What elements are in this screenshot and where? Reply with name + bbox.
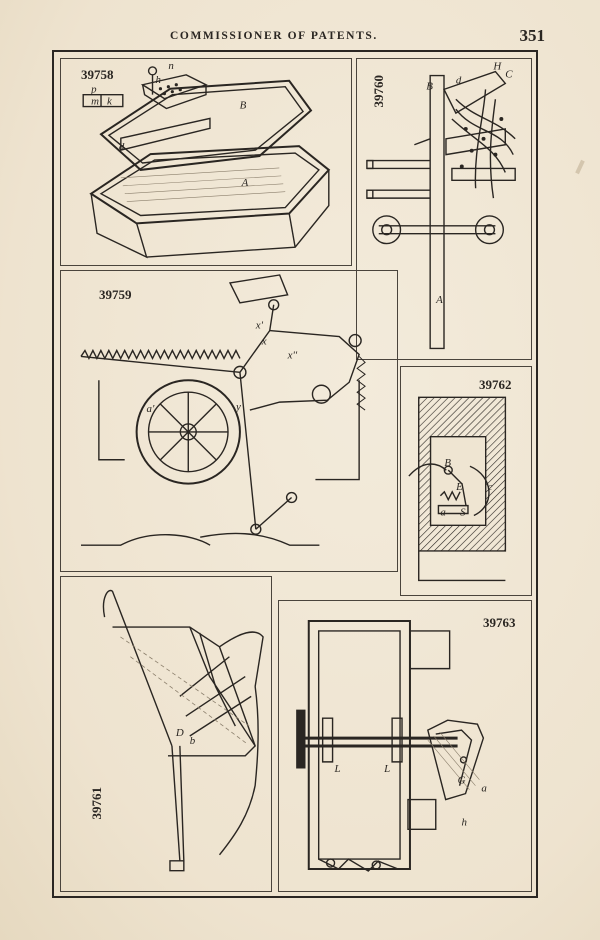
label-B: B (426, 80, 433, 92)
figure-39761: 39761 D b (60, 576, 272, 892)
label-E: E (455, 481, 463, 493)
lock-drawing: B E c a S (401, 367, 531, 595)
label-h: h (462, 816, 467, 828)
label-c: c (488, 481, 493, 493)
label-d: d (119, 141, 125, 153)
machine-frame-drawing: L L G a h (279, 601, 487, 891)
label-a: a (481, 783, 487, 795)
label-a: a (440, 506, 445, 518)
label-d: d (456, 74, 462, 86)
figure-number: 39763 (483, 615, 516, 630)
label-B: B (444, 457, 451, 469)
figure-39760: 39760 (356, 58, 532, 360)
label-k: k (107, 96, 112, 108)
running-head: COMMISSIONER OF PATENTS. (170, 30, 378, 42)
label-x-prime: x' (255, 320, 264, 332)
label-D: D (175, 727, 184, 739)
figure-39758: 39758 (60, 58, 352, 266)
figure-number: 39758 (81, 67, 114, 82)
label-n: n (168, 60, 173, 72)
figure-number: 39762 (479, 377, 512, 392)
label-h: h (155, 74, 160, 86)
figure-39762: 39762 (400, 366, 532, 596)
label-H: H (492, 61, 502, 73)
page-number: 351 (519, 26, 546, 45)
label-m: m (91, 96, 99, 108)
plough-drawing: D b (61, 577, 271, 891)
label-S: S (460, 506, 466, 518)
label-A: A (435, 294, 443, 306)
label-y: y (235, 401, 241, 413)
label-C: C (505, 69, 513, 81)
label-x-double: x'' (287, 349, 298, 361)
hay-press-drawing: B d H C A (357, 61, 531, 359)
label-a-prime: a' (147, 403, 155, 415)
label-A: A (241, 177, 249, 189)
illustration-plate: 39758 (52, 50, 538, 898)
mowing-machine-drawing: x' x x'' a' y (61, 271, 397, 571)
figure-39759: 39759 (60, 270, 398, 572)
label-p: p (90, 84, 97, 96)
margin-mark (575, 159, 585, 175)
figure-39763: 39763 (278, 600, 532, 892)
page-header: COMMISSIONER OF PATENTS. 351 (50, 26, 545, 48)
label-L-left: L (334, 763, 341, 775)
label-B: B (240, 100, 247, 112)
label-x: x (261, 336, 267, 348)
figure-number: 39759 (99, 287, 132, 302)
label-b: b (190, 735, 196, 747)
label-G: G (458, 775, 466, 787)
label-L-right: L (383, 763, 390, 775)
coffin-drawing: n h p m k B d A (61, 60, 351, 265)
